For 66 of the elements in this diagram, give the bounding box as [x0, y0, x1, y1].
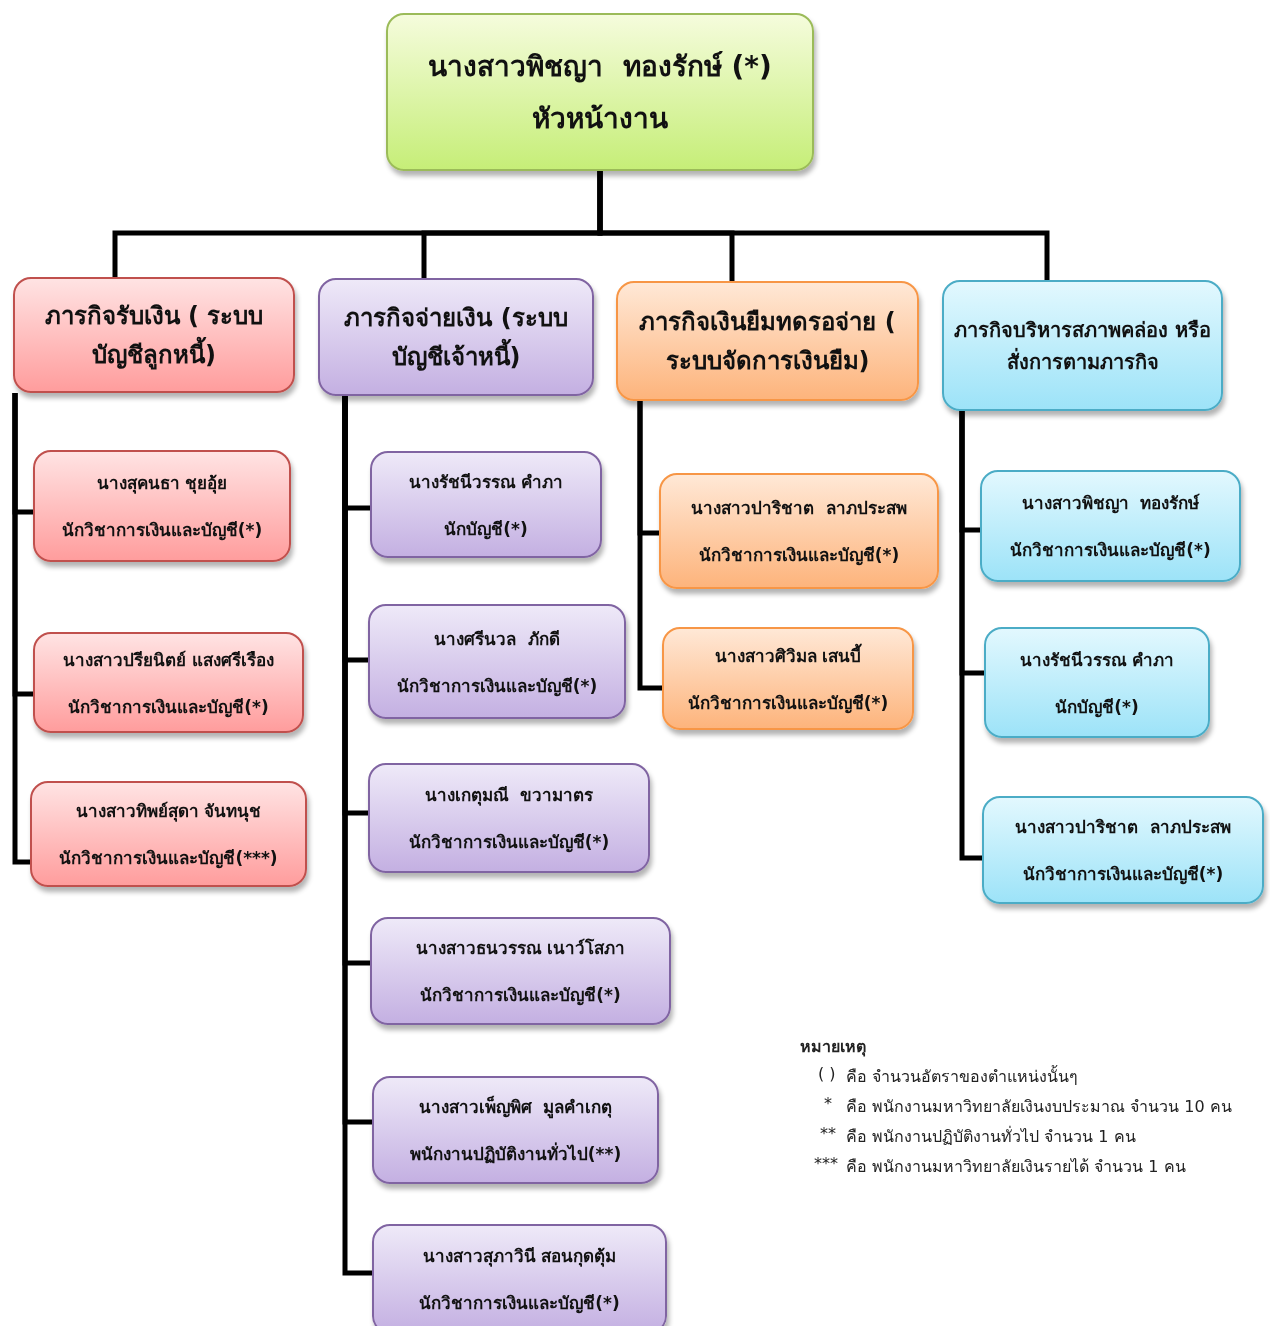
position-text: นักวิชาการเงินและบัญชี(*)	[419, 984, 622, 1008]
person-box	[368, 763, 650, 873]
position-text: นักวิชาการเงินและบัญชี(*)	[67, 695, 270, 720]
name-text: นางสาวปรียนิตย์ แสงศรีเรือง	[62, 648, 275, 672]
section-title: ภารกิจจ่ายเงิน (ระบบบัญชีเจ้าหนี้)	[343, 303, 569, 373]
person-box	[980, 470, 1241, 582]
position-text: นักวิชาการเงินและบัญชี(*)	[686, 691, 890, 716]
note-text: คือ จำนวนอัตราของตำแหน่งนั้นๆ	[846, 1064, 1079, 1088]
position-text: หัวหน้างาน	[531, 101, 669, 137]
name-text: นางรัชนีวรรณ คำภา	[407, 470, 565, 494]
section-box	[13, 277, 295, 393]
note-heading: หมายเหตุ	[800, 1036, 866, 1059]
name-text: นางสาวธนวรรณ เนาว์โสภา	[414, 937, 627, 960]
name-text: นางสุคนธา ชุยอุ้ย	[95, 472, 229, 496]
note-symbol: ***	[814, 1154, 838, 1173]
position-text: พนักงานปฏิบัติงานทั่วไป(**)	[408, 1141, 623, 1166]
person-box	[659, 473, 939, 589]
connector-line	[12, 393, 30, 865]
note-text: คือ พนักงานมหาวิทยาลัยเงินรายได้ จำนวน 1 คน	[846, 1156, 1186, 1178]
connector-line	[637, 401, 662, 691]
person-box	[368, 604, 626, 719]
name-text: นางสาวปาริชาต ลาภประสพ	[690, 497, 908, 520]
position-text: นักวิชาการเงินและบัญชี(*)	[1021, 863, 1225, 887]
position-text: นักบัญชี(*)	[1054, 695, 1140, 720]
position-text: นักวิชาการเงินและบัญชี(*)	[60, 519, 264, 543]
name-text: นางสาวพิชญา ทองรักษ์ (*)	[427, 49, 773, 85]
person-box	[386, 13, 814, 171]
section-title: ภารกิจเงินยืมทดรอจ่าย ( ระบบจัดการเงินยืม)	[638, 307, 897, 377]
name-text: นางเกตุมณี ขวามาตร	[423, 784, 595, 808]
section-box	[616, 281, 919, 401]
person-box	[30, 781, 307, 887]
position-text: นักวิชาการเงินและบัญชี(*)	[1009, 539, 1212, 563]
note-symbol: *	[824, 1094, 832, 1113]
person-box	[370, 917, 671, 1025]
note-symbol: **	[820, 1124, 836, 1143]
person-box	[370, 451, 602, 558]
position-text: นักวิชาการเงินและบัญชี(***)	[58, 847, 279, 871]
connector-line	[959, 411, 982, 861]
position-text: นักวิชาการเงินและบัญชี(*)	[418, 1292, 621, 1316]
person-box	[982, 796, 1264, 904]
note-text: คือ พนักงานปฏิบัติงานทั่วไป จำนวน 1 คน	[846, 1125, 1136, 1148]
note-text: คือ พนักงานมหาวิทยาลัยเงินงบประมาณ จำนวน 10 คน	[846, 1096, 1232, 1118]
person-box	[33, 632, 304, 733]
person-box	[372, 1076, 659, 1184]
person-box	[984, 627, 1210, 738]
name-text: นางสาวปาริชาต ลาภประสพ	[1014, 816, 1232, 839]
section-box	[318, 278, 594, 396]
person-box	[662, 627, 914, 730]
name-text: นางสาวทิพย์สุดา จันทนุช	[74, 800, 263, 824]
name-text: นางสาวศิวิมล เสนบี้	[713, 642, 863, 668]
position-text: นักวิชาการเงินและบัญชี(*)	[697, 544, 901, 568]
name-text: นางสาวเพ็ญพิศ มูลคำเกตุ	[417, 1095, 614, 1120]
name-text: นางสาวพิชญา ทองรักษ์	[1020, 492, 1201, 516]
position-text: นักวิชาการเงินและบัญชี(*)	[407, 831, 611, 855]
section-title: ภารกิจบริหารสภาพคล่อง หรือสั่งการตามภารกิจ	[953, 316, 1212, 376]
section-box	[942, 280, 1223, 411]
section-title: ภารกิจรับเงิน ( ระบบบัญชีลูกหนี้)	[43, 301, 265, 372]
note-symbol: ( )	[818, 1064, 836, 1083]
name-text: นางศรีนวล ภักดี	[433, 627, 561, 651]
person-box	[33, 450, 291, 562]
connector-line	[597, 171, 1050, 280]
person-box	[372, 1224, 667, 1326]
name-text: นางรัชนีวรรณ คำภา	[1018, 648, 1176, 672]
position-text: นักบัญชี(*)	[443, 517, 529, 542]
name-text: นางสาวสุภาวินี สอนกุดตุ้ม	[421, 1245, 618, 1269]
position-text: นักวิชาการเงินและบัญชี(*)	[395, 674, 599, 699]
